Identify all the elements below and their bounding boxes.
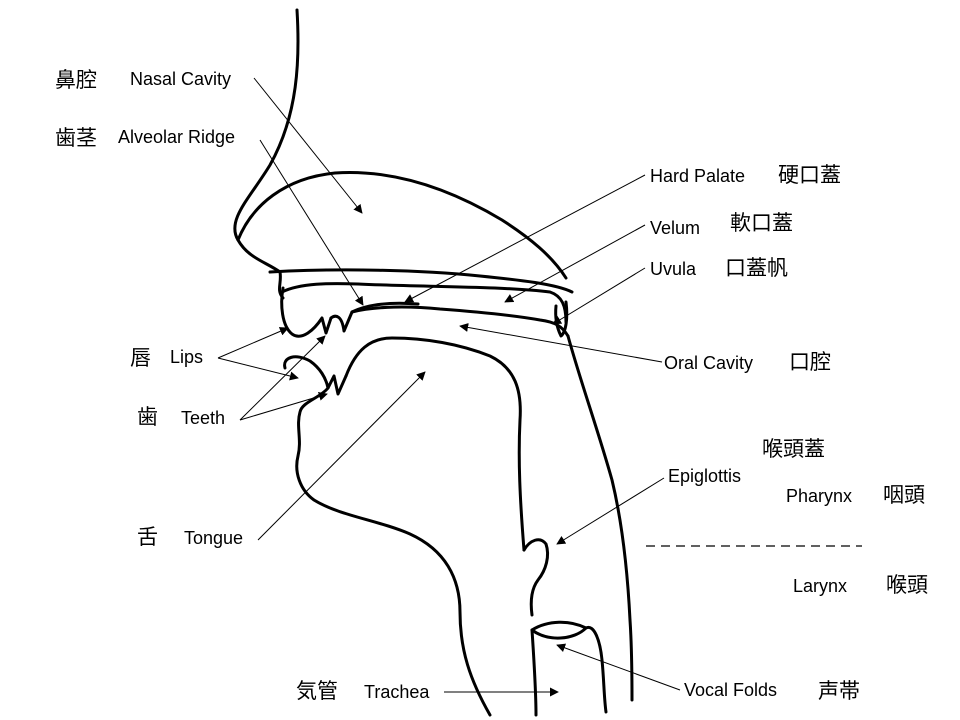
label-larynx-en: Larynx [793,576,847,596]
label-teeth-en: Teeth [181,408,225,428]
leader-teeth-upper [239,335,326,421]
label-lips-jp: 唇 [130,346,151,370]
nasal-cavity-arch [236,171,568,280]
label-hard-palate-jp: 硬口蓋 [778,163,841,187]
leader-lips-upper [217,327,289,359]
leader-vocal-folds [556,643,681,691]
tongue-outline [350,305,570,338]
leader-teeth-lower [239,392,328,421]
label-uvula-jp: 口蓋帆 [725,256,788,280]
label-hard-palate-en: Hard Palate [650,166,745,186]
label-pharynx-en: Pharynx [786,486,852,506]
leader-nasal-cavity [253,77,363,214]
label-epiglottis-jp: 喉頭蓋 [762,437,825,461]
anatomy-outline [233,8,634,717]
label-trachea-en: Trachea [364,682,430,702]
leader-epiglottis [556,477,665,545]
pharynx-back-wall [566,334,634,702]
label-lips-en: Lips [170,347,203,367]
label-uvula-en: Uvula [650,259,697,279]
label-alveolar-ridge-en: Alveolar Ridge [118,127,235,147]
leader-alveolar-ridge [259,139,364,306]
tongue-front-outline [344,336,526,552]
label-epiglottis-en: Epiglottis [668,466,741,486]
vocal-folds-outline [530,620,588,640]
face-profile-outline [233,8,300,300]
label-tongue-en: Tongue [184,528,243,548]
leader-velum [504,224,646,303]
upper-lip-outline [280,286,333,338]
epiglottis-outline [522,538,550,617]
label-oral-cavity-en: Oral Cavity [664,353,753,373]
trachea-front-wall [530,628,538,717]
label-tongue-jp: 舌 [137,525,158,549]
chin-outline [295,386,492,717]
label-larynx-jp: 喉頭 [886,573,928,597]
label-velum-jp: 軟口蓋 [730,211,793,235]
labels: 鼻腔 Nasal Cavity 歯茎 Alveolar Ridge Hard P… [55,68,928,703]
label-alveolar-ridge-jp: 歯茎 [55,126,97,150]
leader-hard-palate [404,174,646,303]
leader-uvula [552,267,646,325]
leader-tongue [257,371,426,541]
label-oral-cavity-jp: 口腔 [789,350,831,374]
label-velum-en: Velum [650,218,700,238]
label-vocal-folds-en: Vocal Folds [684,680,777,700]
leader-lips-lower [217,357,299,381]
label-nasal-cavity-en: Nasal Cavity [130,69,231,89]
leader-oral-cavity [459,322,663,363]
label-pharynx-jp: 咽頭 [883,483,925,507]
label-nasal-cavity-jp: 鼻腔 [55,68,97,92]
nasal-floor-outline [268,268,574,294]
label-vocal-folds-jp: 声帯 [818,679,860,703]
lower-lip-outline [283,355,348,396]
label-teeth-jp: 歯 [137,405,158,429]
leader-lines [217,77,681,697]
label-trachea-jp: 気管 [296,679,338,703]
oral-roof-outline [280,282,568,324]
trachea-back-wall [584,625,608,714]
